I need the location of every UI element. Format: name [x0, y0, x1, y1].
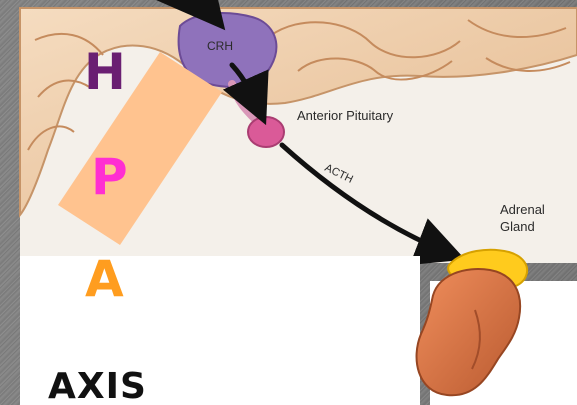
axis-word: AXIS: [48, 366, 147, 405]
adrenal-label-line2: Gland: [500, 219, 535, 234]
crh-label: CRH: [207, 39, 233, 53]
adrenal-label-line1: Adrenal: [500, 202, 545, 217]
p-letter: P: [91, 148, 128, 206]
a-letter: A: [85, 250, 124, 308]
anterior-pituitary-label: Anterior Pituitary: [297, 108, 394, 123]
h-letter: H: [84, 43, 126, 101]
anterior-pituitary-gland: [248, 117, 284, 147]
